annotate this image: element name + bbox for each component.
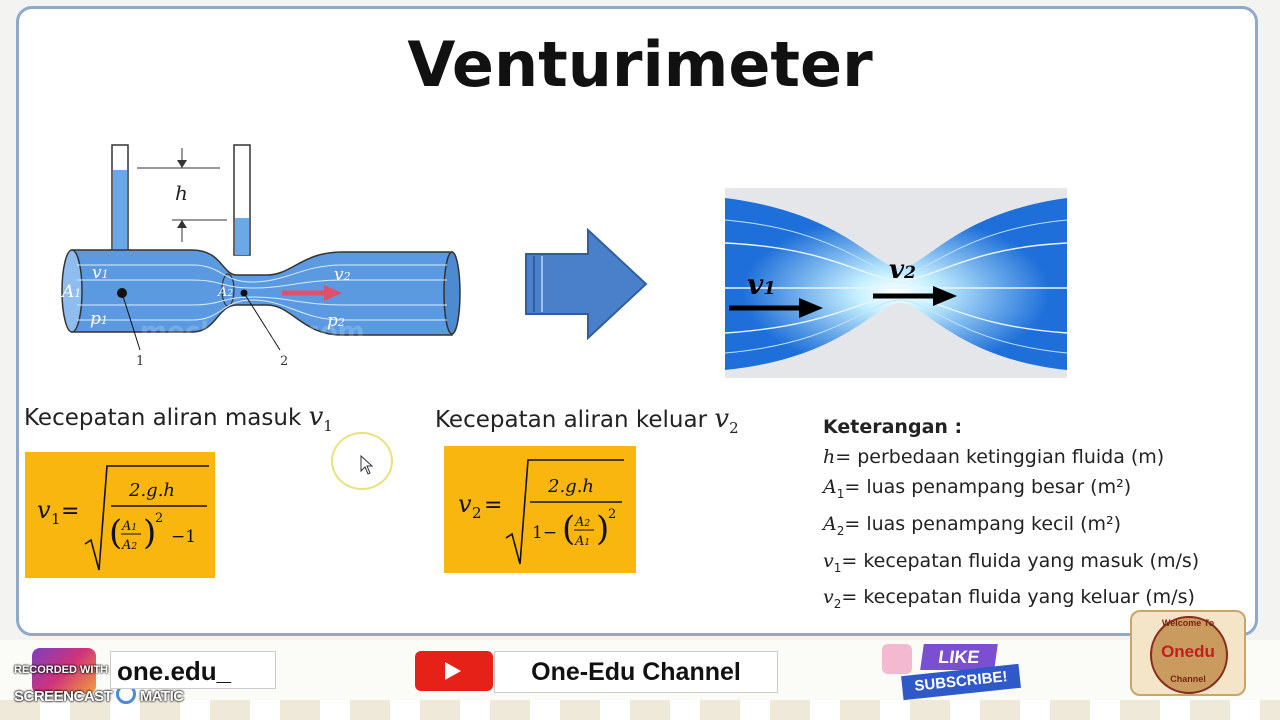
svg-text:=: = xyxy=(61,499,79,524)
instagram-logo-icon xyxy=(32,648,96,694)
legend-item-a2: A2= luas penampang kecil (m²) xyxy=(823,512,1122,538)
svg-text:v1: v1 xyxy=(747,268,776,301)
svg-text:): ) xyxy=(143,513,156,553)
block-arrow-icon xyxy=(525,228,648,340)
caption-outflow-symbol: v2 xyxy=(714,404,739,438)
svg-text:v1: v1 xyxy=(92,263,109,283)
svg-text:1: 1 xyxy=(51,510,61,528)
flow-illustration: v1 v2 xyxy=(725,188,1067,378)
mouse-cursor-icon xyxy=(360,455,374,475)
formula-v2-box: v 2 = 2.g.h 1− ( A2 A1 ) 2 xyxy=(444,446,636,573)
svg-text:(: ( xyxy=(562,509,575,549)
legend-item-a1: A1= luas penampang besar (m²) xyxy=(823,476,1132,501)
svg-text:2: 2 xyxy=(280,354,288,369)
svg-text:v2: v2 xyxy=(889,255,916,285)
subscribe-label: SUBSCRIBE! xyxy=(901,663,1021,701)
footer-decor-strip xyxy=(0,700,1280,720)
recorded-with-label: RECORDED WITH xyxy=(14,664,109,676)
instagram-account-label: one.edu_ xyxy=(110,651,276,689)
thumbs-up-icon xyxy=(882,644,912,674)
caption-inflow: Kecepatan aliran masuk v1 xyxy=(24,402,333,436)
svg-text:A2: A2 xyxy=(574,515,590,530)
svg-text:A2: A2 xyxy=(217,285,233,300)
svg-text:2.g.h: 2.g.h xyxy=(547,476,594,497)
caption-inflow-symbol: v1 xyxy=(308,402,333,436)
svg-text:1: 1 xyxy=(136,354,144,369)
svg-text:2.g.h: 2.g.h xyxy=(128,480,175,501)
svg-text:A1: A1 xyxy=(60,282,81,302)
channel-name-label: One-Edu Channel xyxy=(494,651,778,693)
slide-title: Venturimeter xyxy=(407,28,873,101)
svg-text:p2: p2 xyxy=(327,311,345,331)
svg-text:1−: 1− xyxy=(532,523,557,543)
legend-item-v2: v2= kecepatan fluida yang keluar (m/s) xyxy=(823,586,1195,612)
legend-item-v1: v1= kecepatan fluida yang masuk (m/s) xyxy=(823,549,1200,575)
pipe-body xyxy=(71,249,453,336)
formula-v2: v 2 = 2.g.h 1− ( A2 A1 ) 2 xyxy=(458,459,624,565)
caption-outflow: Kecepatan aliran keluar v2 xyxy=(435,404,739,438)
h-label: h xyxy=(175,181,188,205)
welcome-channel-badge: Welcome To Onedu Channel xyxy=(1130,610,1246,696)
legend-item-h: h= perbedaan ketinggian fluida (m) xyxy=(823,446,1165,468)
keterangan-title: Keterangan : xyxy=(823,416,963,438)
formula-v1: v 1 = 2.g.h ( A1 A2 ) 2 −1 xyxy=(37,465,209,571)
venturi-pipe-diagram: h v1 A1 p1 A2 v2 p2 1 2 mechanics.com xyxy=(60,144,461,369)
keterangan-legend: Keterangan : h= perbedaan ketinggian flu… xyxy=(823,412,1199,619)
svg-text:(: ( xyxy=(109,513,122,553)
cursor-highlight xyxy=(331,432,393,490)
svg-text:mechanics.com: mechanics.com xyxy=(140,317,365,347)
svg-text:): ) xyxy=(596,509,609,549)
like-label: LIKE xyxy=(920,644,998,670)
svg-text:A1: A1 xyxy=(121,519,137,534)
svg-text:=: = xyxy=(484,493,502,518)
svg-text:−1: −1 xyxy=(171,527,196,547)
svg-text:2: 2 xyxy=(608,507,616,522)
svg-text:v: v xyxy=(458,490,472,518)
svg-text:p1: p1 xyxy=(90,309,108,329)
svg-text:2: 2 xyxy=(155,511,163,526)
svg-text:2: 2 xyxy=(472,504,482,522)
formula-v1-box: v 1 = 2.g.h ( A1 A2 ) 2 −1 xyxy=(25,452,215,578)
svg-text:A1: A1 xyxy=(574,534,590,549)
svg-text:A2: A2 xyxy=(121,538,137,553)
svg-text:v2: v2 xyxy=(334,265,351,285)
youtube-logo-icon xyxy=(415,651,493,691)
like-subscribe-badge: LIKE SUBSCRIBE! xyxy=(880,640,1040,701)
svg-text:v: v xyxy=(37,496,51,524)
